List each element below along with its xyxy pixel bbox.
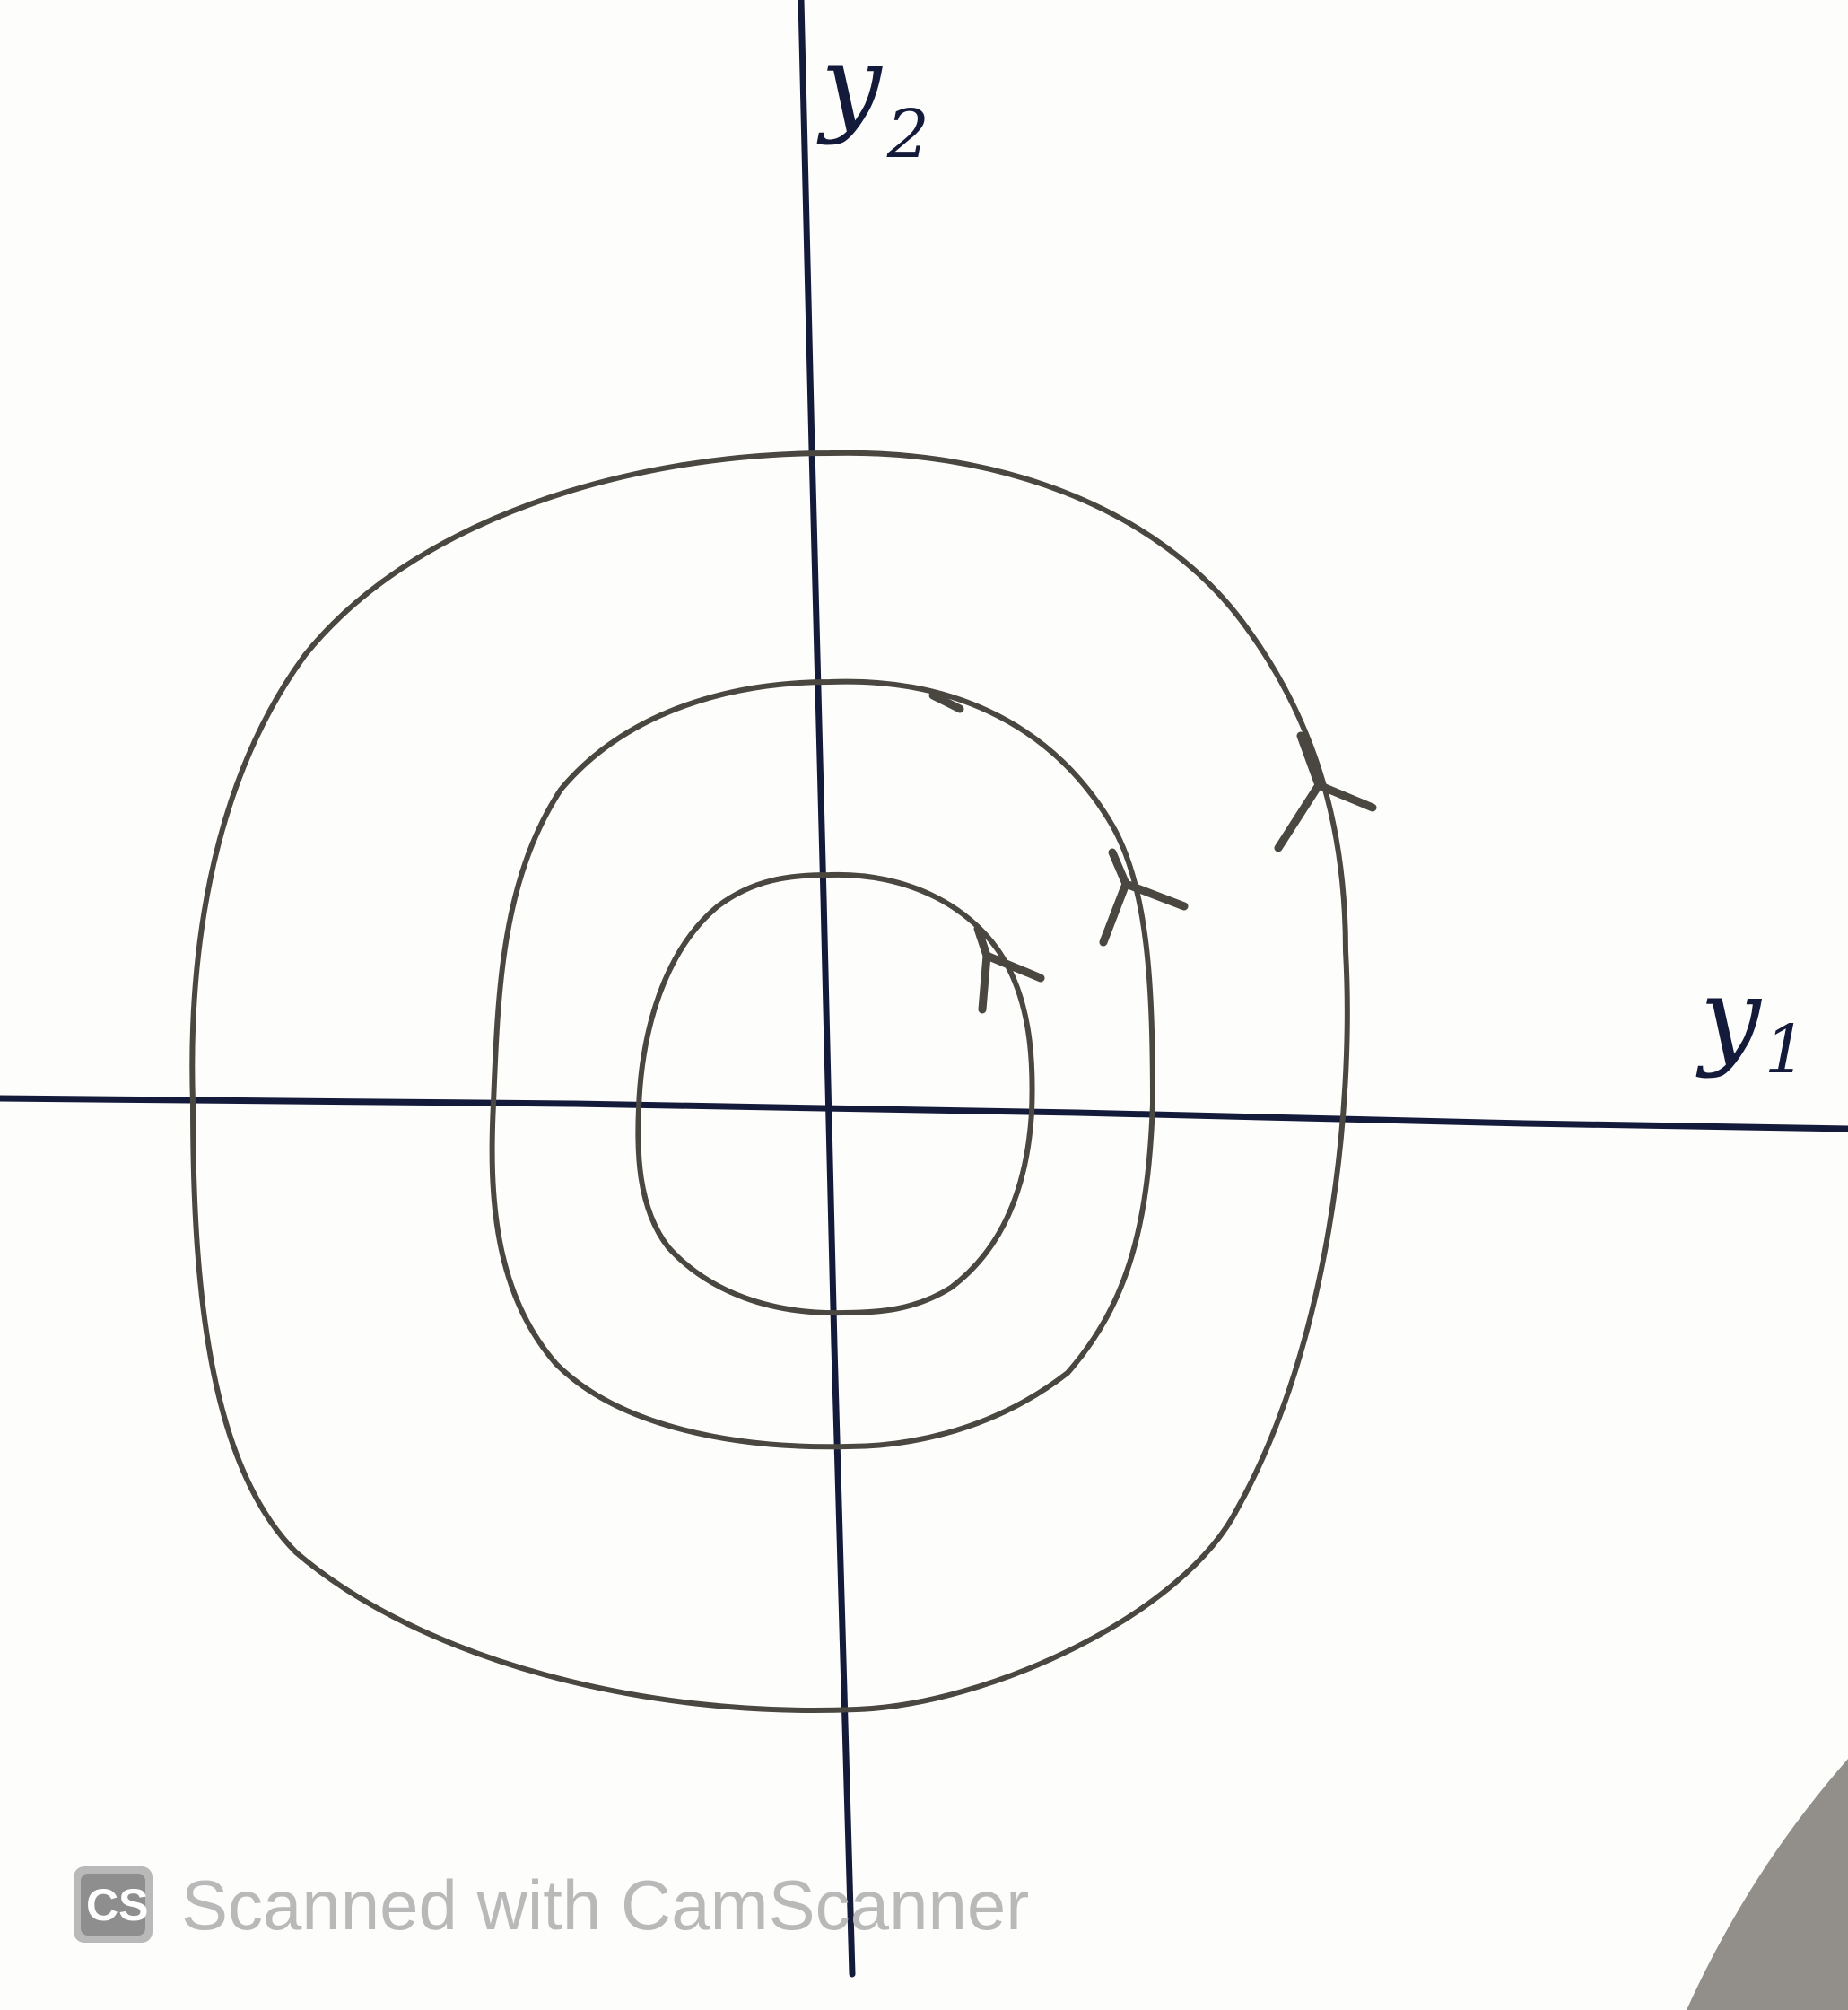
camscanner-watermark: CS Scanned with CamScanner [74,1866,1029,1944]
camscanner-logo-text: CS [86,1880,148,1930]
camscanner-watermark-text: Scanned with CamScanner [181,1866,1029,1944]
vertical-axis [798,0,856,1978]
horizontal-axis [0,1095,1848,1132]
inner-orbit [635,871,1035,1316]
middle-orbit-arrow-icon [928,691,1189,947]
middle-orbit [489,678,1155,1450]
outer-orbit [189,450,1350,1713]
y2-axis-label: y2 [816,22,929,173]
page-shadow [1687,1759,1848,2010]
y1-axis-label: y1 [1695,956,1807,1088]
inner-orbit-arrow-icon [973,924,1045,1014]
outer-orbit-arrow-icon [1274,731,1377,852]
